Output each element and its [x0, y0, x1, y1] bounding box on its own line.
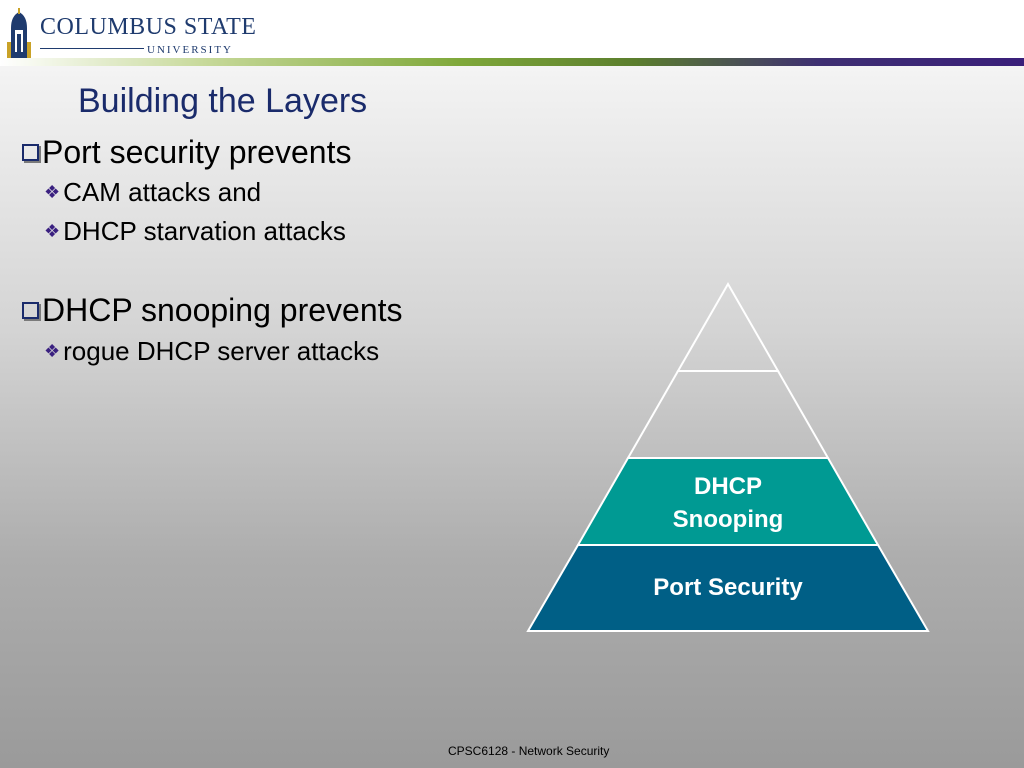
- checkbox-icon: [22, 302, 39, 319]
- four-diamond-icon: ❖: [44, 341, 61, 361]
- pyramid-label-dhcp-snooping: DHCP Snooping: [628, 470, 828, 536]
- slide-footer: CPSC6128 - Network Security: [448, 744, 610, 758]
- sub-bullet-text: CAM attacks and: [63, 177, 262, 207]
- four-diamond-icon: ❖: [44, 182, 61, 202]
- pyramid-label-port-security: Port Security: [653, 574, 803, 601]
- sub-bullet-item: ❖DHCP starvation attacks: [44, 216, 346, 247]
- logo-name: COLUMBUS STATE: [40, 14, 257, 40]
- logo-subtitle: UNIVERSITY: [147, 44, 233, 56]
- header: COLUMBUS STATE UNIVERSITY: [0, 0, 1024, 66]
- tower-icon: [7, 8, 31, 58]
- four-diamond-icon: ❖: [44, 221, 61, 241]
- bullet-text: Port security prevents: [42, 134, 352, 170]
- bullet-item: Port security prevents: [22, 134, 351, 171]
- bullet-item: DHCP snooping prevents: [22, 292, 403, 329]
- checkbox-icon: [22, 144, 39, 161]
- sub-bullet-text: rogue DHCP server attacks: [63, 336, 380, 366]
- logo-rule: [40, 48, 144, 49]
- pyramid-layer-top: [676, 281, 780, 372]
- slide-title: Building the Layers: [78, 82, 368, 120]
- pyramid-label-line: DHCP: [693, 473, 762, 500]
- sub-bullet-item: ❖CAM attacks and: [44, 177, 261, 208]
- pyramid-layer-empty: [626, 370, 830, 459]
- bullet-text: DHCP snooping prevents: [42, 292, 403, 328]
- sub-bullet-item: ❖rogue DHCP server attacks: [44, 336, 379, 367]
- header-band: [0, 58, 1024, 66]
- university-logo: COLUMBUS STATE UNIVERSITY: [4, 8, 256, 58]
- sub-bullet-text: DHCP starvation attacks: [63, 216, 346, 246]
- pyramid-label-line: Snooping: [672, 506, 784, 533]
